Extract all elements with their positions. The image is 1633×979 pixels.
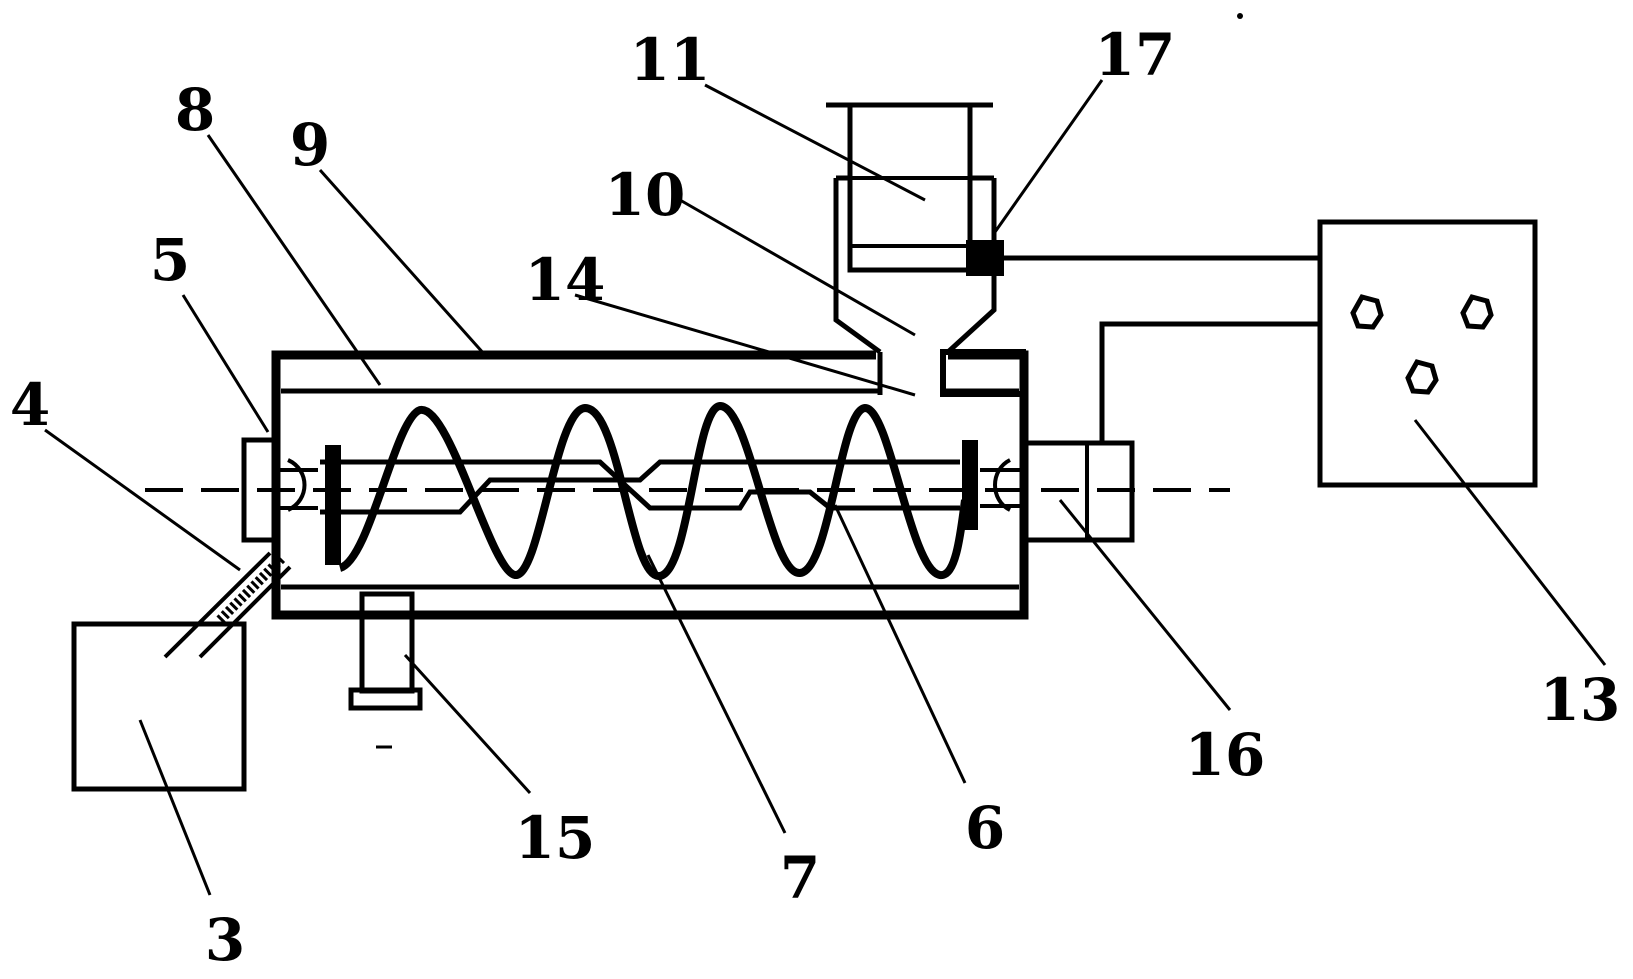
label-3: 3	[205, 906, 245, 974]
label-13: 13	[1540, 666, 1621, 734]
feed-inlet	[876, 348, 1026, 397]
left-bearing	[241, 437, 318, 543]
left-end-plate	[325, 445, 341, 565]
connecting-duct	[163, 551, 292, 659]
label-9: 9	[290, 111, 330, 179]
sensor-block	[966, 240, 1004, 276]
label-11: 11	[630, 26, 711, 94]
label-14: 14	[525, 246, 606, 314]
right-bearing	[980, 440, 1135, 543]
feeder-hopper	[826, 102, 997, 355]
right-end-plate	[962, 440, 978, 530]
control-box	[1317, 219, 1538, 488]
label-5: 5	[150, 226, 190, 294]
control-wires	[1004, 255, 1320, 443]
leader-lines	[44, 79, 1607, 896]
stray-dot	[1237, 13, 1243, 19]
label-17: 17	[1095, 21, 1176, 89]
screw-flights	[338, 401, 969, 580]
label-15: 15	[515, 804, 596, 872]
motor-box	[71, 621, 247, 792]
label-10: 10	[605, 161, 686, 229]
label-6: 6	[965, 794, 1005, 862]
outlet-pipe	[348, 591, 423, 711]
reference-labels: 3 4 5 6 7 8 9 10 11 13 14 15 16 17	[10, 21, 1621, 974]
label-7: 7	[780, 844, 820, 912]
label-16: 16	[1185, 721, 1266, 789]
label-4: 4	[10, 371, 50, 439]
label-8: 8	[175, 76, 215, 144]
